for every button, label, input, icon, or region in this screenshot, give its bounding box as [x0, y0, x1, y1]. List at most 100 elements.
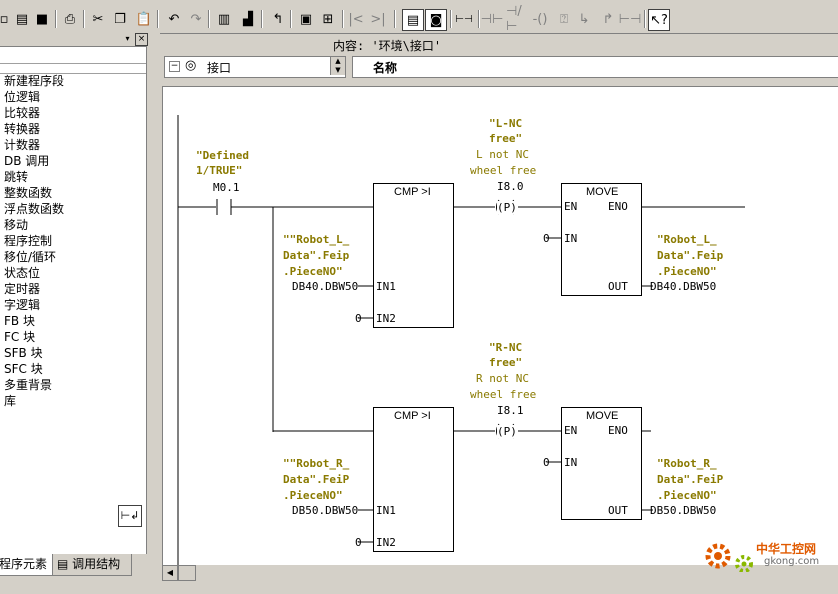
list-item[interactable]: 整数函数 [4, 186, 53, 200]
list-item[interactable]: 新建程序段 [4, 74, 65, 88]
list-item[interactable]: 转换器 [4, 122, 41, 136]
coil2-symbol-2: free" [489, 356, 523, 369]
move-title: MOVE [586, 186, 619, 198]
list-item[interactable]: 移位/循环 [4, 250, 57, 264]
pin-en: EN [564, 424, 578, 437]
tab-call-structure[interactable]: ▤ 调用结构 [52, 554, 132, 576]
details-icon[interactable]: ◙ [425, 9, 447, 31]
interface-tree[interactable]: − ◎ 接口 ▲▼ [164, 56, 346, 78]
out-symbol-3: .PieceNO" [657, 489, 717, 502]
ladder-editor[interactable]: "Defined 1/TRUE" M0.1 "L-NC free" L not … [162, 86, 838, 566]
pin-in1: IN1 [376, 280, 396, 293]
cmp-block-1[interactable]: CMP >I IN1 IN2 [373, 183, 454, 328]
status-strip [0, 581, 838, 594]
insert-element-icon[interactable]: ⊢↲ [118, 505, 142, 527]
no-contact-icon[interactable]: ⊣⊢ [480, 11, 504, 27]
pin-en: EN [564, 200, 578, 213]
list-item[interactable]: 位逻辑 [4, 90, 41, 104]
ladder-icon[interactable]: ⊢⊣ [455, 13, 473, 25]
program-elements-list: 新建程序段 位逻辑 比较器 转换器 计数器 DB 调用 跳转 整数函数 浮点数函… [0, 46, 147, 556]
panel-menu-icon[interactable]: ▾ [122, 33, 133, 44]
list-item[interactable]: FB 块 [4, 314, 35, 328]
coil1-symbol-2: free" [489, 132, 523, 145]
list-item[interactable]: FC 块 [4, 330, 36, 344]
out-address: DB50.DBW50 [650, 504, 717, 517]
splitter[interactable] [150, 33, 160, 594]
coil-icon[interactable]: -() [532, 11, 548, 27]
list-item[interactable]: 比较器 [4, 106, 41, 120]
tab-label: 调用结构 [72, 557, 121, 571]
copy-icon[interactable]: ❐ [114, 11, 126, 27]
list-item[interactable]: 多重背景 [4, 378, 53, 392]
watermark-cn: 中华工控网 [756, 542, 817, 556]
monitor-icon[interactable]: ⊞ [322, 11, 334, 27]
list-item[interactable]: DB 调用 [4, 154, 50, 168]
pin-in: IN [564, 232, 578, 245]
coil2-address: I8.1 [497, 404, 524, 417]
toolbar: ▫ ▤ ■ ⎙ ✂ ❐ 📋 ↶ ↷ ▥ ▟ ↰ ▣ ⊞ |< >| ▤ ◙ ⊢⊣… [0, 4, 838, 34]
contact-symbol: "Defined [196, 149, 249, 162]
list-item[interactable]: 程序控制 [4, 234, 53, 248]
coil2-label: (P) [497, 425, 517, 438]
in1-symbol-3: .PieceNO" [283, 265, 343, 278]
coil1-comment: L not NC [476, 148, 529, 161]
list-item[interactable]: 浮点数函数 [4, 202, 65, 216]
list-item[interactable]: SFC 块 [4, 362, 43, 376]
out-symbol: "Robot_L_ [657, 233, 717, 246]
redo-icon[interactable]: ↷ [190, 11, 202, 27]
in1-symbol-3: .PieceNO" [283, 489, 343, 502]
undo-icon[interactable]: ↶ [168, 11, 180, 27]
contact-address: M0.1 [213, 181, 240, 194]
connection-icon[interactable]: ⊢⊣ [618, 11, 642, 27]
spin-icon[interactable]: ▲▼ [330, 57, 345, 75]
save-icon[interactable]: ■ [35, 11, 49, 27]
list-item[interactable]: 库 [4, 394, 17, 408]
in1-symbol-2: Data".FeiP [283, 473, 350, 486]
prev-network-icon[interactable]: |< [348, 11, 364, 27]
next-network-icon[interactable]: >| [370, 11, 386, 27]
back-icon[interactable]: ↰ [272, 11, 284, 27]
pin-in: IN [564, 456, 578, 469]
nc-contact-icon[interactable]: ⊣/⊢ [506, 4, 522, 34]
scroll-left-icon[interactable]: ◀ [162, 565, 178, 581]
tab-program-elements[interactable]: 程序元素 [0, 554, 54, 576]
list-item[interactable]: 状态位 [4, 266, 41, 280]
panel-close-icon[interactable]: × [135, 33, 148, 46]
tree-node-label: 接口 [207, 61, 232, 75]
block-icon[interactable]: ▥ [217, 11, 231, 27]
load-icon[interactable]: ▟ [243, 11, 253, 27]
list-item[interactable]: 定时器 [4, 282, 41, 296]
out-symbol-2: Data".FeiP [657, 473, 724, 486]
move-block-1[interactable]: MOVE EN ENO IN OUT [561, 183, 642, 296]
overview-icon[interactable]: ▤ [402, 9, 424, 31]
network-icon[interactable]: ▣ [299, 11, 313, 27]
list-item[interactable]: SFB 块 [4, 346, 43, 360]
empty-box-icon[interactable]: ⍰ [560, 11, 568, 27]
horizontal-scrollbar[interactable]: ◀ [162, 565, 838, 581]
close-branch-icon[interactable]: ↱ [602, 11, 614, 27]
pin-in2: IN2 [376, 312, 396, 325]
cmp-block-2[interactable]: CMP >I IN1 IN2 [373, 407, 454, 552]
list-item[interactable]: 字逻辑 [4, 298, 41, 312]
out-symbol-3: .PieceNO" [657, 265, 717, 278]
list-item[interactable]: 计数器 [4, 138, 41, 152]
pin-in1: IN1 [376, 504, 396, 517]
help-icon[interactable]: ↖? [648, 9, 670, 31]
list-item[interactable]: 移动 [4, 218, 29, 232]
move-block-2[interactable]: MOVE EN ENO IN OUT [561, 407, 642, 520]
move-title: MOVE [586, 410, 619, 422]
tree-icon: ▤ [57, 557, 69, 571]
print-icon[interactable]: ⎙ [64, 11, 76, 27]
coil1-address: I8.0 [497, 180, 524, 193]
pin-eno: ENO [608, 424, 628, 437]
collapse-icon[interactable]: − [169, 61, 180, 72]
cut-icon[interactable]: ✂ [92, 11, 104, 27]
new-icon[interactable]: ▫ [0, 11, 9, 27]
open-icon[interactable]: ▤ [15, 11, 29, 27]
coil2-symbol: "R-NC [489, 341, 523, 354]
scroll-thumb[interactable] [178, 565, 196, 581]
open-branch-icon[interactable]: ↳ [578, 11, 590, 27]
paste-icon[interactable]: 📋 [135, 11, 153, 27]
list-item[interactable]: 跳转 [4, 170, 29, 184]
coil1-label: (P) [497, 201, 517, 214]
